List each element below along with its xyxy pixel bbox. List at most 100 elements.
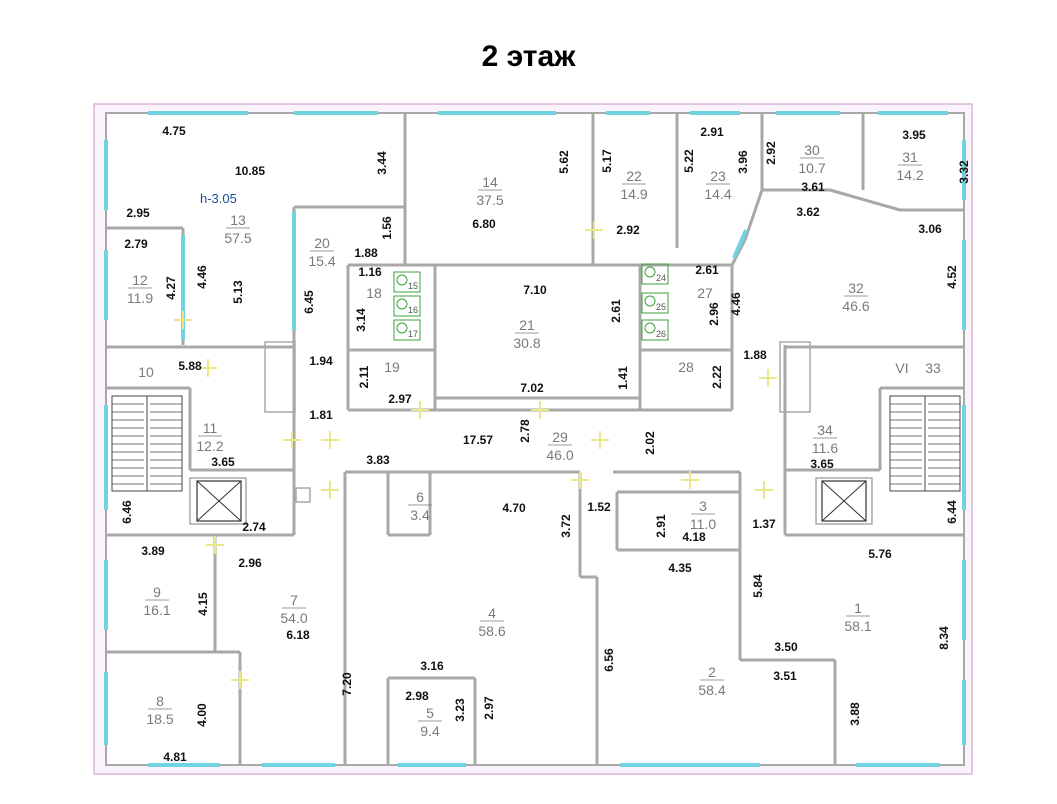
- dimension-label: 8.34: [937, 626, 951, 650]
- room-area: 58.4: [698, 682, 725, 698]
- dimension-label: 2.95: [126, 206, 150, 220]
- room-area: 54.0: [280, 610, 307, 626]
- dimension-label: 4.27: [164, 276, 178, 300]
- dimension-label: 3.44: [375, 151, 389, 175]
- fixture-number: 26: [656, 329, 666, 339]
- column: [264, 341, 296, 413]
- room-label-4: 458.6: [478, 605, 505, 639]
- room-number: 14: [482, 174, 498, 190]
- room-number: 10: [138, 364, 154, 380]
- dimension-label: 2.97: [482, 696, 496, 720]
- column: [189, 477, 247, 525]
- column: [815, 477, 873, 525]
- dimension-label: 3.23: [453, 698, 467, 722]
- dimension-label: 2.96: [707, 302, 721, 326]
- room-number: 30: [804, 142, 820, 158]
- dimension-label: 3.72: [559, 514, 573, 538]
- dimension-label: 6.56: [602, 648, 616, 672]
- dimension-label: 1.88: [354, 246, 378, 260]
- room-label-19: 19: [384, 359, 400, 375]
- room-label-10: 10: [138, 364, 154, 380]
- dimension-label: 4.35: [668, 561, 692, 575]
- dimension-label: 5.62: [557, 150, 571, 174]
- dimension-label: 3.95: [902, 128, 926, 142]
- room-label-18: 18: [366, 285, 382, 301]
- room-number: 29: [552, 429, 568, 445]
- room-area: 15.4: [308, 253, 335, 269]
- room-area: 10.7: [798, 160, 825, 176]
- room-area: 37.5: [476, 192, 503, 208]
- dimension-label: 2.92: [616, 223, 640, 237]
- room-number: 7: [290, 592, 298, 608]
- room-area: 46.0: [546, 447, 573, 463]
- room-number: 22: [626, 168, 642, 184]
- dimension-label: 2.91: [654, 514, 668, 538]
- room-area: 14.2: [896, 167, 923, 183]
- room-area: 11.0: [690, 516, 716, 532]
- room-number: 18: [366, 285, 382, 301]
- room-label-6: 63.4: [408, 489, 432, 523]
- room-area: 9.4: [420, 723, 440, 739]
- room-number: 6: [416, 489, 424, 505]
- room-area: 11.9: [127, 290, 153, 306]
- room-area: 16.1: [143, 602, 170, 618]
- room-area: 12.2: [196, 438, 223, 454]
- dimension-label: 7.02: [520, 381, 544, 395]
- dimension-label: 7.10: [523, 283, 547, 297]
- dimension-label: 1.37: [752, 517, 776, 531]
- room-label-3: 311.0: [690, 498, 716, 532]
- dimension-label: 3.61: [801, 180, 825, 194]
- dimension-label: 1.88: [743, 348, 767, 362]
- room-label-7: 754.0: [280, 592, 307, 626]
- room-number: 27: [697, 285, 713, 301]
- toilet-icon: [396, 298, 408, 310]
- room-number: 33: [925, 360, 941, 376]
- fixture-number: 16: [408, 305, 418, 315]
- room-labels: 158.1258.4311.0458.659.463.4754.0818.591…: [127, 142, 941, 739]
- dimension-label: 6.18: [286, 628, 310, 642]
- dimension-label: 5.76: [868, 547, 892, 561]
- room-number: 8: [156, 693, 164, 709]
- room-label-8: 818.5: [146, 693, 173, 727]
- dimension-label: 1.94: [309, 354, 333, 368]
- dimension-label: 1.41: [616, 366, 630, 390]
- dimension-label: 2.74: [242, 520, 266, 534]
- room-label-9: 916.1: [143, 584, 170, 618]
- dimension-label: 2.98: [405, 689, 429, 703]
- dimension-label: 6.45: [302, 290, 316, 314]
- dimension-label: 2.97: [388, 392, 412, 406]
- dimension-label: 3.88: [848, 702, 862, 726]
- dimension-label: 2.79: [124, 237, 148, 251]
- room-label-27: 27: [697, 285, 713, 301]
- dimension-label: 4.46: [195, 265, 209, 289]
- dimension-label: 2.96: [238, 556, 262, 570]
- room-number: 13: [230, 212, 246, 228]
- dimension-label: 4.00: [195, 703, 209, 727]
- room-area: 58.6: [478, 623, 505, 639]
- dimension-label: 3.89: [141, 544, 165, 558]
- dimension-label: 4.46: [729, 292, 743, 316]
- dimension-label: 7.20: [340, 672, 354, 696]
- toilet-stall: [641, 292, 669, 314]
- toilet-stall: [393, 319, 421, 341]
- room-number: 34: [817, 422, 833, 438]
- dimension-label: 2.02: [643, 431, 657, 455]
- room-label-33: 33: [925, 360, 941, 376]
- dimension-label: 2.91: [700, 125, 724, 139]
- room-number: 31: [902, 149, 918, 165]
- door-marks: [174, 221, 777, 689]
- wall-segment: [829, 188, 901, 212]
- room-label-1: 158.1: [844, 600, 871, 634]
- dimension-label: 4.52: [945, 265, 959, 289]
- toilet-stall: [641, 319, 669, 341]
- room-number: 19: [384, 359, 400, 375]
- dimension-label: 3.51: [773, 669, 797, 683]
- dimension-label: 5.84: [751, 574, 765, 598]
- windows: [104, 111, 966, 767]
- room-label-14: 14 37.5: [476, 174, 503, 208]
- room-number: 28: [678, 359, 694, 375]
